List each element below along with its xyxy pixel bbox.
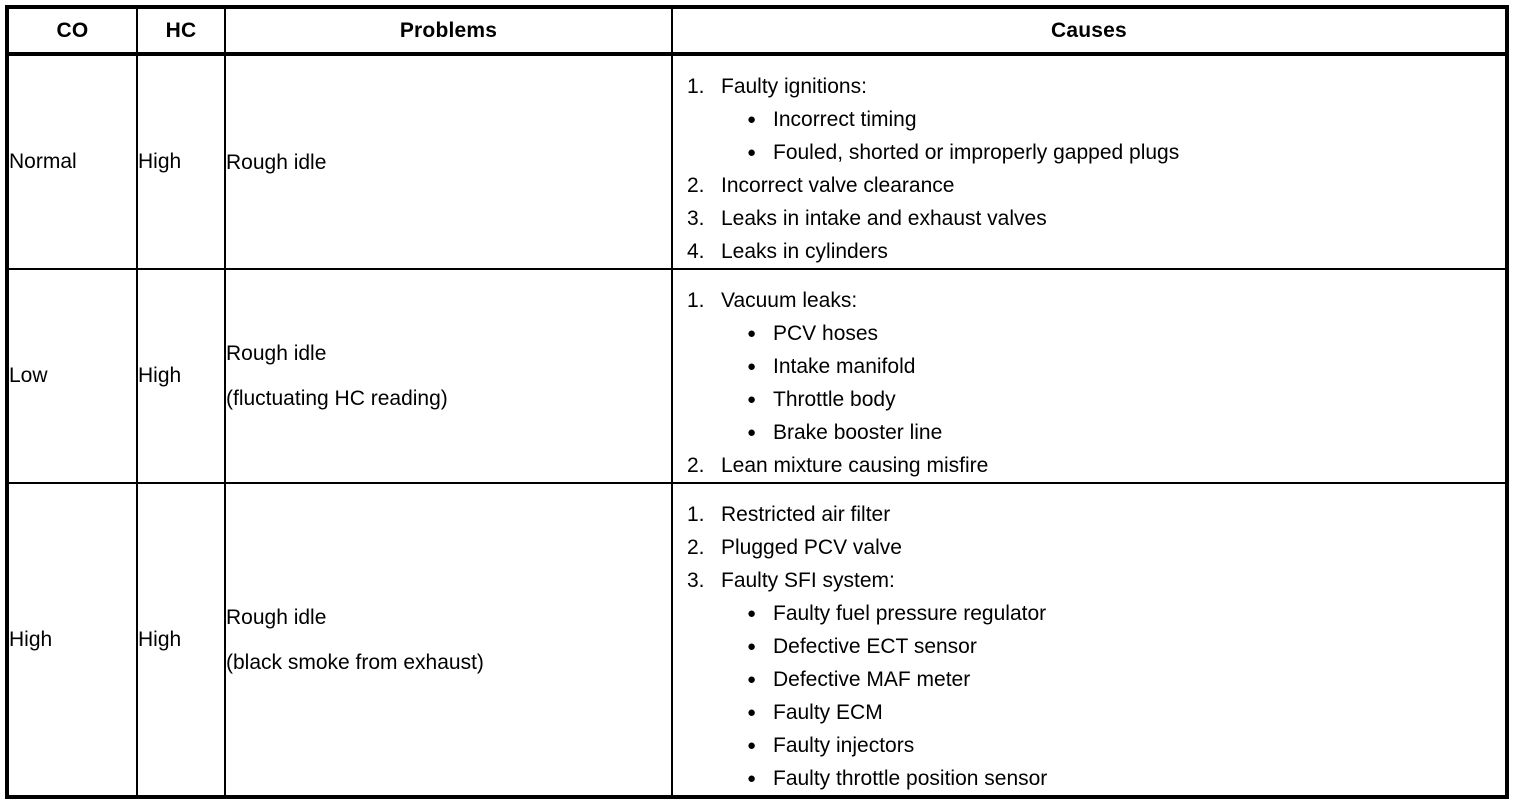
cause-text: Leaks in intake and exhaust valves — [721, 207, 1047, 230]
bullet-icon: ● — [747, 671, 757, 688]
cause-subitem-text: Faulty injectors — [773, 734, 915, 757]
cause-text: Plugged PCV valve — [721, 536, 902, 559]
bullet-icon: ● — [747, 325, 757, 342]
bullet-icon: ● — [747, 144, 757, 161]
cell-causes: 1. Vacuum leaks: ● PCV hoses ● Intake ma… — [671, 268, 1508, 484]
cause-subitem: ● PCV hoses — [747, 317, 1505, 350]
cause-subitem-text: Faulty throttle position sensor — [773, 767, 1048, 790]
cause-subitem-text: Fouled, shorted or improperly gapped plu… — [773, 141, 1180, 164]
cause-sublist: ● Incorrect timing ● Fouled, shorted or … — [721, 103, 1505, 169]
cause-subitem: ● Defective ECT sensor — [747, 630, 1505, 663]
cause-subitem-text: Defective MAF meter — [773, 668, 971, 691]
problem-main-text: Rough idle — [226, 150, 327, 174]
bullet-icon: ● — [747, 605, 757, 622]
cause-subitem: ● Faulty ECM — [747, 696, 1505, 729]
cell-co: Low — [6, 268, 138, 484]
cause-text: Lean mixture causing misfire — [721, 454, 989, 477]
cause-subitem-text: PCV hoses — [773, 322, 879, 345]
cause-subitem-text: Throttle body — [773, 388, 896, 411]
cause-text: Faulty ignitions: — [721, 75, 867, 98]
diagnostic-table-container: CO HC Problems Causes Normal High Rough … — [5, 5, 1509, 799]
cell-problems: Rough idle (fluctuating HC reading) — [224, 268, 673, 484]
cause-subitem: ● Faulty fuel pressure regulator — [747, 597, 1505, 630]
cause-text: Restricted air filter — [721, 503, 891, 526]
cell-causes: 1. Faulty ignitions: ● Incorrect timing … — [671, 53, 1508, 270]
problem-main-text: Rough idle — [226, 342, 327, 365]
cause-subitem: ● Brake booster line — [747, 416, 1505, 449]
cause-subitem: ● Defective MAF meter — [747, 663, 1505, 696]
cell-hc: High — [136, 482, 226, 798]
bullet-icon: ● — [747, 737, 757, 754]
cause-item: 1. Vacuum leaks: ● PCV hoses ● Intake ma… — [673, 284, 1505, 449]
cell-co: Normal — [6, 53, 138, 270]
causes-list: 1. Vacuum leaks: ● PCV hoses ● Intake ma… — [673, 270, 1505, 482]
cause-item: 1. Restricted air filter — [673, 498, 1505, 531]
table-row: Low High Rough idle (fluctuating HC read… — [6, 268, 1508, 484]
cause-item: 3. Faulty SFI system: ● Faulty fuel pres… — [673, 564, 1505, 795]
cell-co: High — [6, 482, 138, 798]
header-row: CO HC Problems Causes — [6, 6, 1508, 56]
table-body: Normal High Rough idle 1. Faulty ignitio… — [6, 53, 1508, 798]
cause-item: 2. Incorrect valve clearance — [673, 169, 1505, 202]
table-row: Normal High Rough idle 1. Faulty ignitio… — [6, 53, 1508, 270]
cause-number: 2. — [687, 536, 705, 559]
cause-number: 1. — [687, 75, 705, 98]
cause-number: 2. — [687, 454, 705, 477]
cause-text: Leaks in cylinders — [721, 240, 888, 263]
cause-sublist: ● Faulty fuel pressure regulator ● Defec… — [721, 597, 1505, 795]
cause-sublist: ● PCV hoses ● Intake manifold ● Throttle… — [721, 317, 1505, 449]
cause-item: 4. Leaks in cylinders — [673, 235, 1505, 268]
cause-subitem: ● Throttle body — [747, 383, 1505, 416]
cause-subitem-text: Defective ECT sensor — [773, 635, 977, 658]
causes-list: 1. Faulty ignitions: ● Incorrect timing … — [673, 56, 1505, 268]
bullet-icon: ● — [747, 770, 757, 787]
cause-number: 1. — [687, 503, 705, 526]
cause-subitem-text: Brake booster line — [773, 421, 943, 444]
bullet-icon: ● — [747, 704, 757, 721]
cell-hc: High — [136, 268, 226, 484]
cell-causes: 1. Restricted air filter 2. Plugged PCV … — [671, 482, 1508, 798]
cell-problems: Rough idle (black smoke from exhaust) — [224, 482, 673, 798]
column-header-problems: Problems — [224, 6, 673, 56]
cause-subitem: ● Faulty injectors — [747, 729, 1505, 762]
table-header: CO HC Problems Causes — [6, 6, 1508, 56]
column-header-co: CO — [6, 6, 138, 56]
cause-item: 3. Leaks in intake and exhaust valves — [673, 202, 1505, 235]
cause-item: 2. Plugged PCV valve — [673, 531, 1505, 564]
causes-list: 1. Restricted air filter 2. Plugged PCV … — [673, 484, 1505, 795]
bullet-icon: ● — [747, 424, 757, 441]
cause-subitem: ● Intake manifold — [747, 350, 1505, 383]
cause-subitem: ● Faulty throttle position sensor — [747, 762, 1505, 795]
cause-number: 3. — [687, 207, 705, 230]
column-header-hc: HC — [136, 6, 226, 56]
cause-number: 3. — [687, 569, 705, 592]
cause-text: Incorrect valve clearance — [721, 174, 955, 197]
table-row: High High Rough idle (black smoke from e… — [6, 482, 1508, 798]
cause-subitem: ● Incorrect timing — [747, 103, 1505, 136]
cause-number: 1. — [687, 289, 705, 312]
cause-number: 4. — [687, 240, 705, 263]
bullet-icon: ● — [747, 358, 757, 375]
bullet-icon: ● — [747, 111, 757, 128]
problem-note-text: (fluctuating HC reading) — [226, 387, 448, 410]
column-header-causes: Causes — [671, 6, 1508, 56]
cause-text: Vacuum leaks: — [721, 289, 858, 312]
co-hc-diagnostic-table: CO HC Problems Causes Normal High Rough … — [5, 5, 1509, 799]
cause-item: 2. Lean mixture causing misfire — [673, 449, 1505, 482]
cause-subitem-text: Intake manifold — [773, 355, 916, 378]
bullet-icon: ● — [747, 638, 757, 655]
cell-problems: Rough idle — [224, 53, 673, 270]
cause-number: 2. — [687, 174, 705, 197]
bullet-icon: ● — [747, 391, 757, 408]
cell-hc: High — [136, 53, 226, 270]
problem-note-text: (black smoke from exhaust) — [226, 650, 484, 674]
problem-main-text: Rough idle — [226, 605, 327, 629]
cause-item: 1. Faulty ignitions: ● Incorrect timing … — [673, 70, 1505, 169]
cause-subitem-text: Incorrect timing — [773, 108, 917, 131]
cause-text: Faulty SFI system: — [721, 569, 895, 592]
cause-subitem-text: Faulty fuel pressure regulator — [773, 602, 1047, 625]
cause-subitem: ● Fouled, shorted or improperly gapped p… — [747, 136, 1505, 169]
cause-subitem-text: Faulty ECM — [773, 701, 883, 724]
